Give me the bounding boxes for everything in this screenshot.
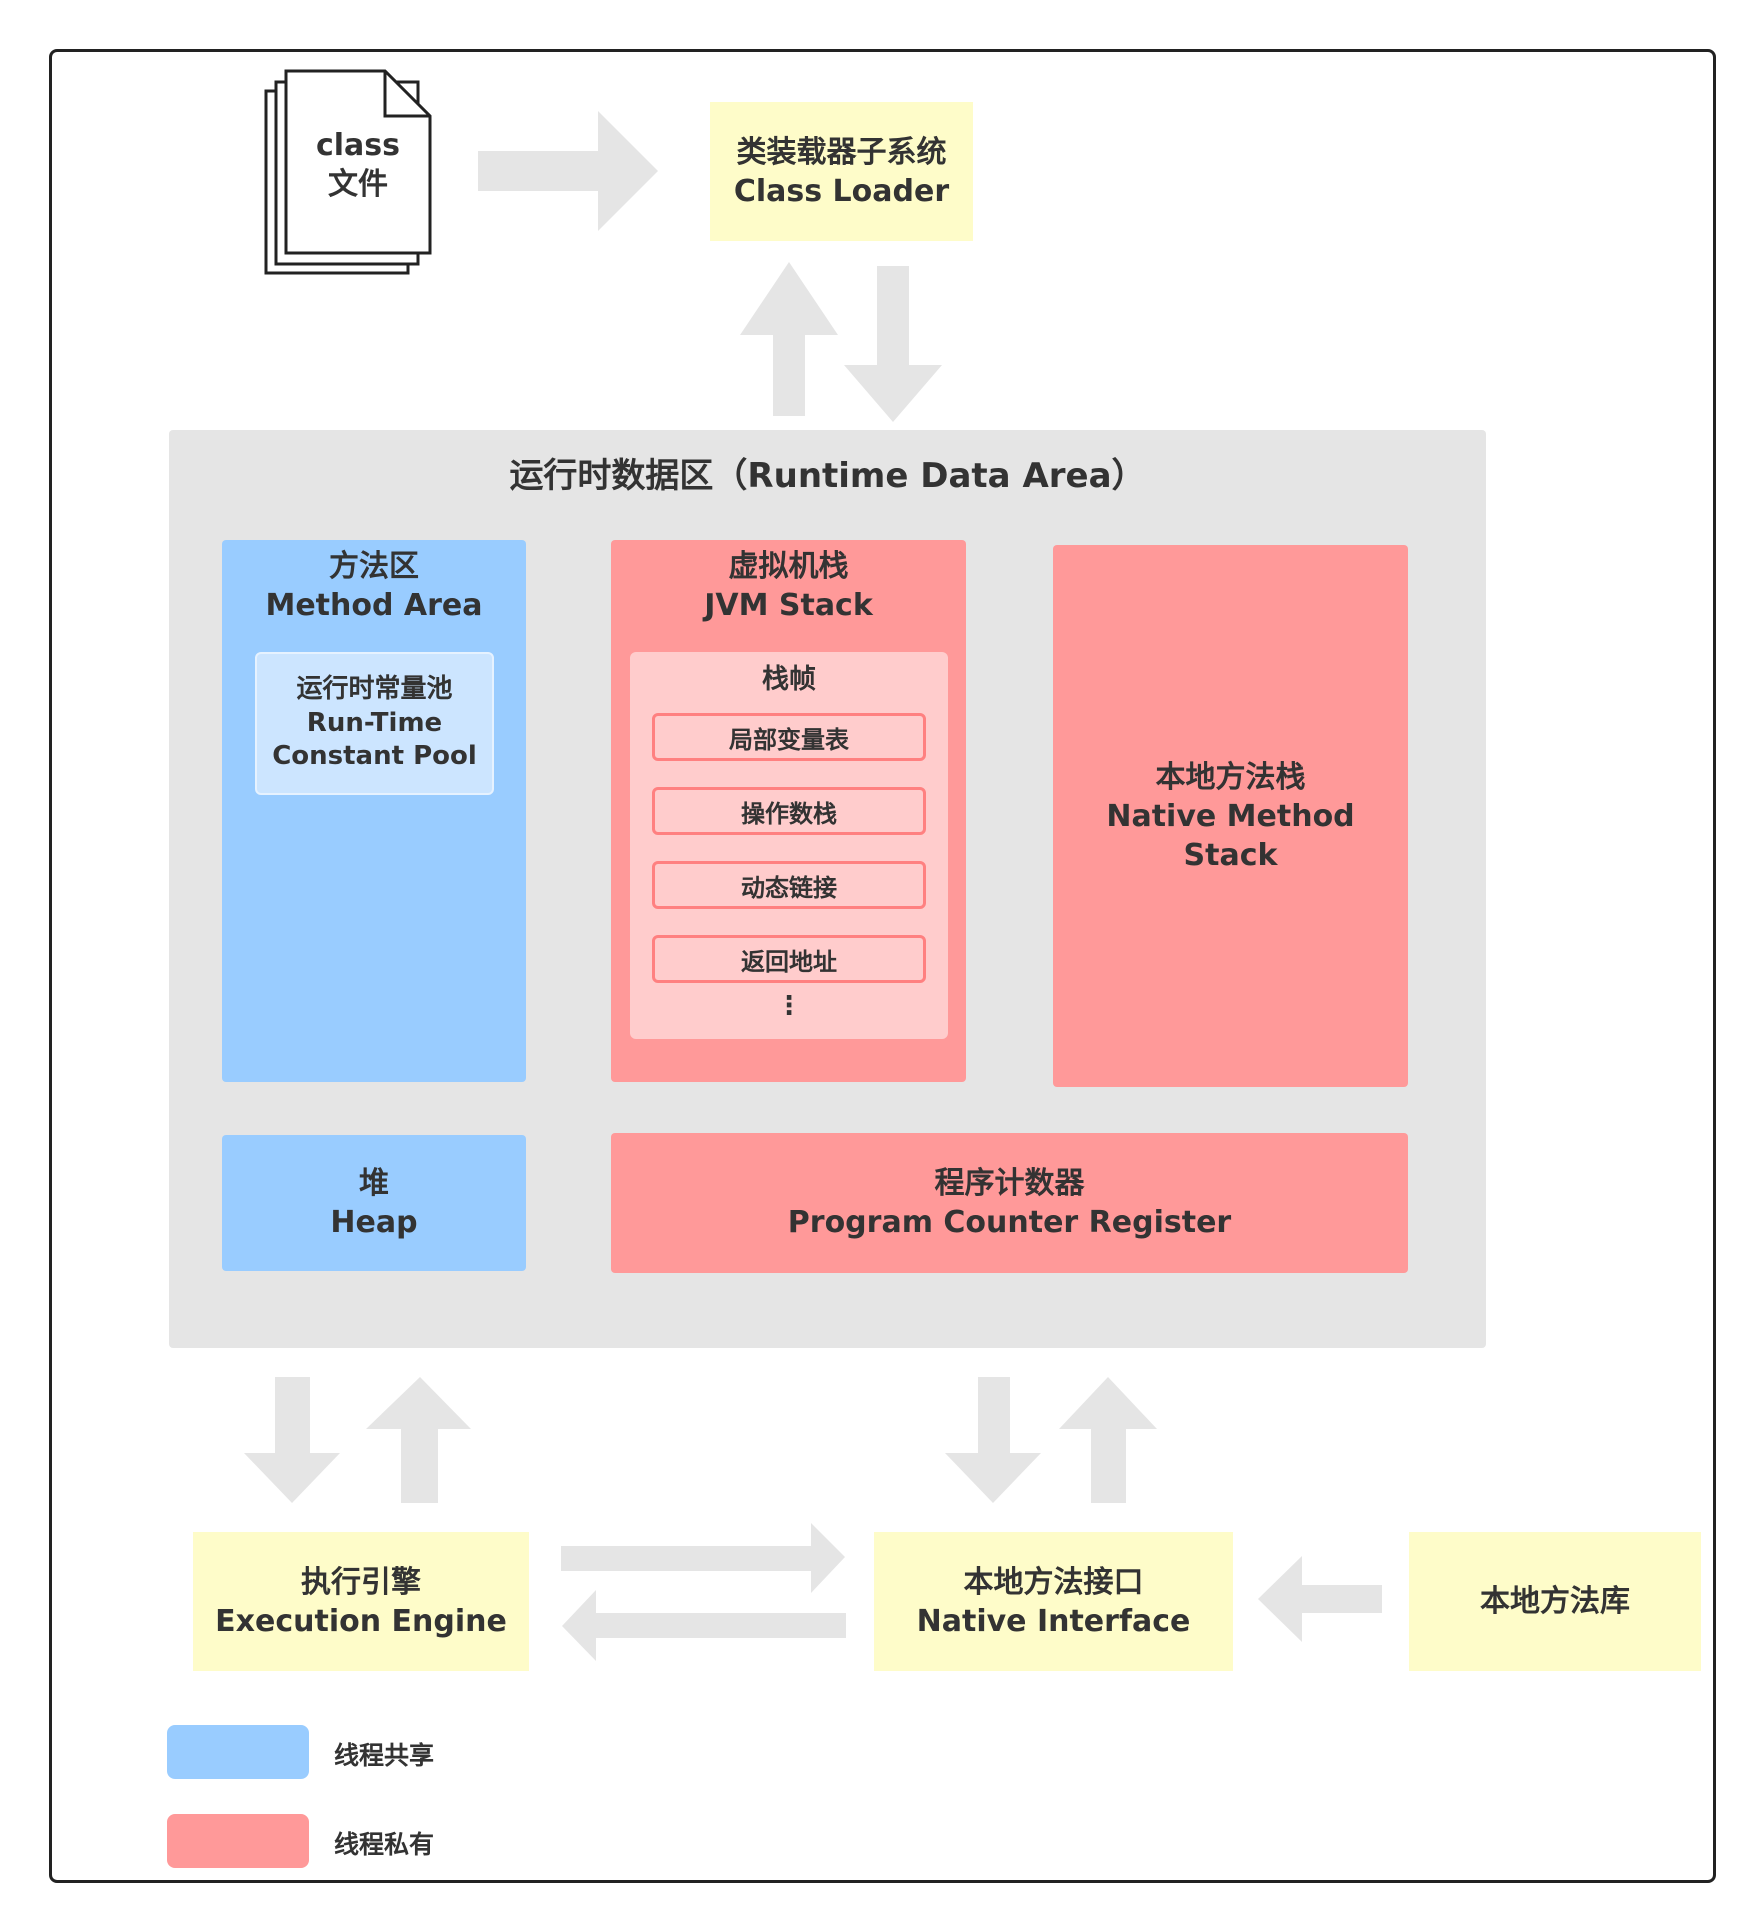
- return-address: 返回地址: [652, 935, 926, 983]
- class-file-line1: class: [315, 128, 401, 163]
- native-interface-en: Native Interface: [916, 1603, 1191, 1639]
- native-method-stack-en1: Native Method: [1106, 798, 1355, 834]
- runtime-data-area-title: 运行时数据区（Runtime Data Area）: [509, 456, 1146, 496]
- pc-register-en: Program Counter Register: [787, 1205, 1232, 1240]
- execution-engine: 执行引擎 Execution Engine: [193, 1532, 529, 1671]
- arrow-library-to-interface: [1258, 1556, 1382, 1642]
- method-area-header: 方法区 Method Area: [222, 546, 526, 626]
- method-area-zh: 方法区: [329, 549, 419, 584]
- arrow-up-to-loader: [740, 262, 838, 416]
- stack-frame-title: 栈帧: [630, 660, 948, 700]
- legend-swatch-private: [167, 1814, 309, 1868]
- class-file-label: class 文件: [286, 115, 430, 215]
- method-area: 方法区 Method Area 运行时常量池 Run-Time Constant…: [222, 540, 526, 1082]
- dynamic-linking: 动态链接: [652, 861, 926, 909]
- native-method-stack-zh: 本地方法栈: [1155, 759, 1306, 795]
- native-method-stack: 本地方法栈 Native Method Stack: [1053, 545, 1408, 1087]
- class-loader-zh: 类装载器子系统: [736, 134, 947, 170]
- stack-frame-ellipsis: ⋮: [776, 991, 802, 1021]
- native-library: 本地方法库: [1409, 1532, 1701, 1671]
- heap: 堆 Heap: [222, 1135, 526, 1271]
- arrow-up-from-interface: [1059, 1377, 1157, 1503]
- class-file-icon: [264, 69, 432, 275]
- arrow-file-to-loader: [478, 111, 658, 231]
- runtime-constant-pool: 运行时常量池 Run-Time Constant Pool: [255, 652, 494, 795]
- execution-engine-en: Execution Engine: [215, 1603, 507, 1639]
- legend-label-private: 线程私有: [334, 1830, 435, 1859]
- arrow-down-from-loader: [844, 266, 942, 422]
- jvm-stack-zh: 虚拟机栈: [728, 549, 849, 584]
- constant-pool-en2: Constant Pool: [272, 741, 477, 772]
- native-method-stack-en2: Stack: [1183, 837, 1278, 873]
- method-area-en: Method Area: [265, 588, 483, 623]
- arrow-engine-to-interface: [561, 1523, 845, 1593]
- operand-stack: 操作数栈: [652, 787, 926, 835]
- stack-frame-title-text: 栈帧: [762, 664, 816, 696]
- native-library-zh: 本地方法库: [1480, 1584, 1630, 1619]
- class-loader-en: Class Loader: [733, 173, 950, 209]
- class-loader-box: 类装载器子系统 Class Loader: [710, 102, 973, 241]
- class-file-line2: 文件: [328, 167, 388, 202]
- arrow-down-to-engine: [244, 1377, 340, 1503]
- heap-en: Heap: [330, 1205, 418, 1240]
- pc-register-zh: 程序计数器: [934, 1166, 1085, 1201]
- constant-pool-en1: Run-Time: [306, 707, 443, 738]
- native-interface-zh: 本地方法接口: [963, 1564, 1144, 1600]
- program-counter-register: 程序计数器 Program Counter Register: [611, 1133, 1408, 1273]
- legend-swatch-shared: [167, 1725, 309, 1779]
- jvm-stack-en: JVM Stack: [704, 588, 873, 623]
- arrow-up-from-engine: [366, 1377, 471, 1503]
- arrow-down-to-interface: [945, 1377, 1041, 1503]
- jvm-stack: 虚拟机栈 JVM Stack 栈帧 局部变量表 操作数栈 动态链接 返回地址 ⋮: [611, 540, 966, 1082]
- constant-pool-zh: 运行时常量池: [296, 673, 453, 704]
- arrow-interface-to-engine: [562, 1590, 846, 1661]
- jvm-stack-header: 虚拟机栈 JVM Stack: [611, 546, 966, 626]
- stack-frame: 栈帧 局部变量表 操作数栈 动态链接 返回地址 ⋮: [630, 652, 948, 1039]
- native-interface: 本地方法接口 Native Interface: [874, 1532, 1233, 1671]
- legend-label-shared: 线程共享: [334, 1741, 435, 1770]
- local-variable-table: 局部变量表: [652, 713, 926, 761]
- execution-engine-zh: 执行引擎: [301, 1564, 421, 1600]
- heap-zh: 堆: [359, 1166, 389, 1201]
